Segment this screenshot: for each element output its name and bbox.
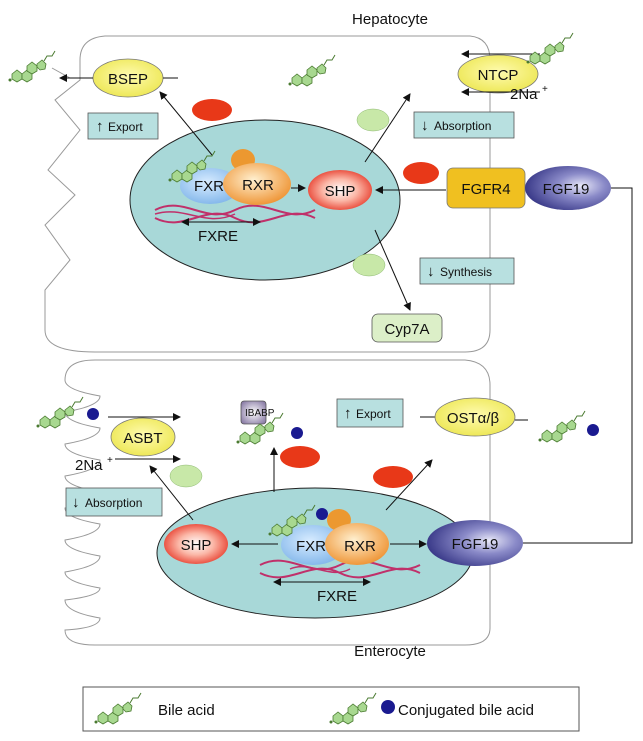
fgf19-circulation-line [523, 187, 633, 544]
enterocyte-export-box [336, 398, 404, 428]
enterocyte-absorption-down-arrow: ↓ [72, 494, 80, 511]
enterocyte-fgf19-label: FGF19 [452, 536, 499, 553]
hepatocyte-green-oval-1 [356, 108, 390, 132]
asbt-transporter [110, 417, 176, 457]
ntcp-label: NTCP [478, 67, 519, 84]
shp-to-asbt-arrow [149, 465, 194, 521]
hepatocyte-rxr-label: RXR [242, 177, 274, 194]
enterocyte-red-oval-2 [373, 466, 413, 488]
bsep-label: BSEP [108, 71, 148, 88]
ost-bile-acid-icon [538, 410, 586, 443]
synthesis-label: Synthesis [440, 265, 492, 279]
hepatocyte-absorption-label: Absorption [434, 119, 491, 133]
ost-label: OSTα/β [447, 410, 500, 427]
fxr-to-ost-arrow [385, 459, 433, 511]
enterocyte-fxre-label: FXRE [317, 588, 357, 605]
enterocyte-dna-icon [259, 559, 421, 579]
hepatocyte-fxre-label: FXRE [198, 228, 238, 245]
asbt-conjugate-icon [87, 408, 99, 420]
enterocyte-label: Enterocyte [354, 643, 426, 660]
synthesis-box [419, 257, 515, 285]
asbt-sodium-label: 2Na [75, 457, 103, 474]
legend-conjugate-icon [381, 700, 395, 714]
fgfr4-label: FGFR4 [461, 181, 510, 198]
hepatocyte-fxr-label: FXR [194, 178, 224, 195]
enterocyte-shp [164, 524, 228, 564]
asbt-sodium-sup: + [107, 455, 113, 466]
synthesis-down-arrow: ↓ [427, 263, 435, 280]
cyp7a-label: Cyp7A [384, 321, 429, 338]
hepatocyte-label: Hepatocyte [352, 11, 428, 28]
ntcp-transporter [457, 54, 539, 94]
hepatocyte-export-box [87, 112, 159, 140]
enterocyte-absorption-label: Absorption [85, 496, 142, 510]
hepatocyte-export-up-arrow: ↑ [96, 118, 104, 135]
enterocyte-green-oval [169, 464, 203, 488]
ntcp-sodium-label: 2Na [510, 86, 538, 103]
enterocyte-fxr-label: FXR [296, 538, 326, 555]
ost-conjugate-icon [587, 424, 599, 436]
asbt-label: ASBT [123, 430, 162, 447]
cyp7a-box [371, 313, 443, 343]
hepatocyte-green-oval-2 [352, 253, 386, 277]
ntcp-sodium-sup: + [542, 84, 548, 95]
hepatocyte-absorption-box [413, 111, 515, 139]
enterocyte-shp-label: SHP [181, 537, 212, 554]
bsep-bile-acid-icon [8, 50, 56, 83]
enterocyte-red-oval-1 [280, 446, 320, 468]
ibabp-conjugate-icon [291, 427, 303, 439]
enterocyte-rxr-label: RXR [344, 538, 376, 555]
enterocyte-export-up-arrow: ↑ [344, 405, 352, 422]
legend-box [82, 686, 580, 732]
legend-bile-acid-label: Bile acid [158, 702, 215, 719]
hepatocyte-absorption-down-arrow: ↓ [421, 117, 429, 134]
shp-to-ntcp-arrow [364, 93, 411, 163]
hepatocyte-shp [308, 170, 372, 210]
hepatocyte-red-oval-2 [403, 162, 439, 184]
enterocyte-fgf19 [427, 520, 523, 566]
hepatocyte-shp-label: SHP [325, 183, 356, 200]
hepatocyte-fgf19-label: FGF19 [543, 181, 590, 198]
ntcp-bile-acid-icon [526, 32, 574, 65]
ibabp-protein [240, 400, 267, 425]
hepatocyte-rxr [223, 163, 291, 205]
fxr-to-bsep-arrow [159, 91, 213, 156]
enterocyte-nucleus-conjugate-icon [316, 508, 328, 520]
enterocyte-rxr [325, 523, 389, 565]
legend-conjugated-bile-acid-label: Conjugated bile acid [398, 702, 534, 719]
ost-alpha-beta-transporter [434, 397, 516, 437]
ibabp-label: IBABP [245, 408, 275, 419]
shp-to-cyp7a-arrow [374, 229, 411, 311]
hepatocyte-export-label: Export [108, 120, 143, 134]
enterocyte-export-label: Export [356, 407, 391, 421]
hepatocyte-red-oval-1 [192, 99, 232, 121]
hepatocyte-fgf19 [525, 166, 611, 210]
enterocyte-absorption-box [65, 487, 163, 517]
